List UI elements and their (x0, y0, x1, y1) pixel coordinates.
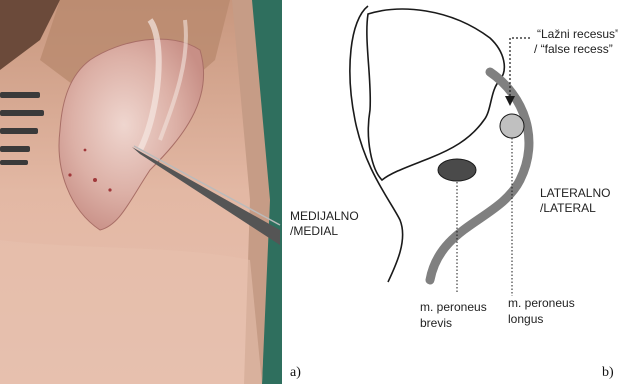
false-recess-label-line2: / “false recess” (534, 42, 613, 56)
peroneus-brevis-shape (438, 159, 476, 181)
brevis-label-line2: brevis (420, 316, 452, 330)
calcaneus-outline (367, 9, 504, 180)
longus-label-line1: m. peroneus (508, 296, 575, 310)
medial-label-line2: /MEDIAL (290, 224, 338, 238)
false-recess-label-line1: “Lažni recesus” (537, 27, 618, 41)
peroneus-longus-shape (500, 114, 524, 138)
lateral-label-line1: LATERALNO (540, 186, 610, 200)
longus-label-line2: longus (508, 312, 543, 326)
lateral-label-line2: /LATERAL (540, 201, 596, 215)
bone-outline (350, 6, 403, 282)
panel-b-caption: b) (602, 366, 614, 380)
brevis-label-line1: m. peroneus (420, 300, 487, 314)
medial-label-line1: MEDIJALNO (290, 209, 359, 223)
